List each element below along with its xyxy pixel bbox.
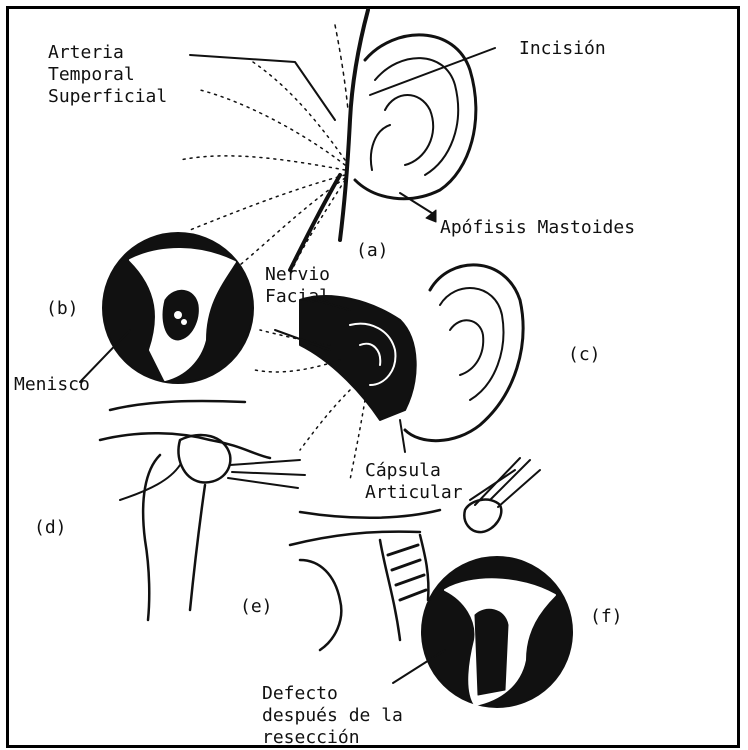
inset-b bbox=[103, 233, 253, 383]
label-panel-e: (e) bbox=[240, 596, 273, 618]
temporal-artery bbox=[340, 10, 368, 240]
label-apofisis-mastoides: Apófisis Mastoides bbox=[440, 217, 635, 239]
label-menisco: Menisco bbox=[14, 374, 90, 396]
ear-c bbox=[300, 265, 523, 441]
label-panel-d: (d) bbox=[34, 517, 67, 539]
label-incision: Incisión bbox=[519, 38, 606, 60]
label-defecto: Defecto después de la resección bbox=[262, 683, 403, 749]
joint-d bbox=[100, 401, 305, 620]
label-panel-c: (c) bbox=[568, 344, 601, 366]
label-arteria-temporal-superficial: Arteria Temporal Superficial bbox=[48, 42, 167, 108]
inset-f bbox=[422, 557, 572, 707]
label-panel-f: (f) bbox=[590, 606, 623, 628]
label-panel-a: (a) bbox=[356, 240, 389, 262]
ear-a bbox=[355, 35, 476, 199]
label-panel-b: (b) bbox=[46, 298, 79, 320]
joint-e bbox=[290, 510, 440, 650]
label-nervio-facial: Nervio Facial bbox=[265, 264, 330, 308]
label-capsula-articular: Cápsula Articular bbox=[365, 460, 463, 504]
